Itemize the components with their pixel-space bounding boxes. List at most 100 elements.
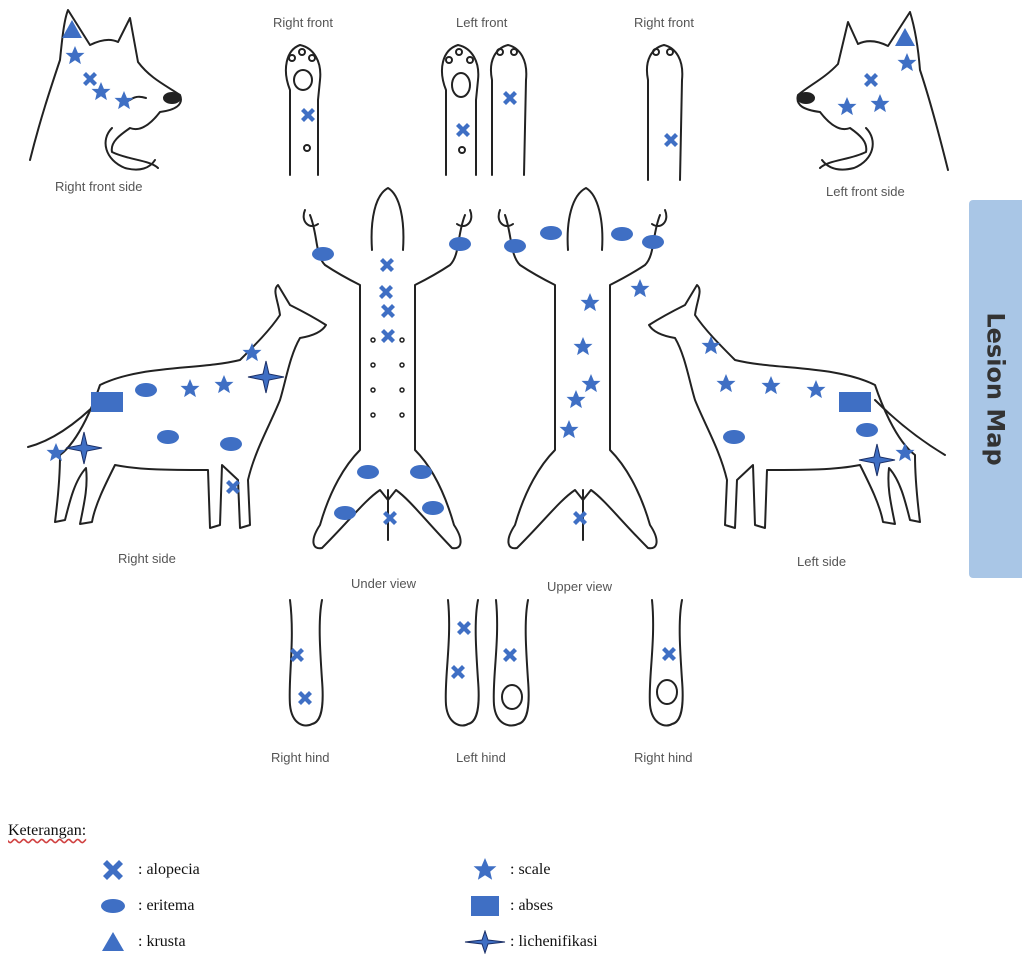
eritema-marker (220, 437, 242, 451)
eritema-marker (422, 501, 444, 515)
lesion-map-tab: Lesion Map (969, 200, 1022, 578)
scale-marker (896, 443, 915, 461)
legend-label: : krusta (138, 933, 186, 951)
eritema-marker (611, 227, 633, 241)
legend-item-alopecia: : alopecia (88, 858, 200, 882)
scale-marker (47, 443, 66, 461)
alopecia-marker (298, 691, 312, 705)
label-right-hind-1: Right hind (271, 750, 330, 765)
head-left-front-side (797, 12, 948, 170)
leg-right-hind-1 (290, 600, 323, 726)
alopecia-marker (83, 72, 97, 86)
eritema-marker (642, 235, 664, 249)
eritema-marker (449, 237, 471, 251)
view-labels: Right front side Right front Left front … (55, 15, 905, 765)
four-point-star-icon (460, 930, 510, 954)
alopecia-marker (662, 647, 676, 661)
lesion-markers (47, 20, 917, 705)
legend-item-scale: : scale (460, 858, 550, 882)
alopecia-marker (864, 73, 878, 87)
paw-right-front-2 (647, 45, 682, 180)
scale-marker (898, 53, 917, 71)
scale-marker (215, 375, 234, 393)
abses-marker (91, 392, 123, 412)
alopecia-marker (383, 511, 397, 525)
scale-marker (567, 390, 586, 408)
star-icon (460, 858, 510, 882)
legend-item-eritema: : eritema (88, 894, 194, 918)
scale-marker (838, 97, 857, 115)
eritema-marker (856, 423, 878, 437)
label-right-front-1: Right front (273, 15, 333, 30)
alopecia-marker (503, 648, 517, 662)
paw-left-front (442, 45, 526, 175)
legend-item-abses: : abses (460, 894, 553, 918)
alopecia-marker (456, 123, 470, 137)
alopecia-marker (451, 665, 465, 679)
body-under-view (304, 188, 472, 548)
x-mark-icon (88, 858, 138, 882)
legend-item-lichenifikasi: : lichenifikasi (460, 930, 598, 954)
leg-right-hind-2 (650, 600, 683, 726)
legend-label: : alopecia (138, 861, 200, 879)
label-upper-view: Upper view (547, 579, 613, 594)
leg-left-hind (446, 600, 529, 726)
eritema-marker (312, 247, 334, 261)
label-under-view: Under view (351, 576, 417, 591)
lichenifikasi-marker (248, 361, 284, 393)
dog-left-side (649, 285, 945, 528)
lesion-map-title: Lesion Map (982, 312, 1010, 465)
scale-marker (702, 336, 721, 354)
lichenifikasi-marker (66, 432, 102, 464)
scale-marker (762, 376, 781, 394)
scale-marker (582, 374, 601, 392)
alopecia-marker (573, 511, 587, 525)
scale-marker (581, 293, 600, 311)
label-left-hind: Left hind (456, 750, 506, 765)
legend-label: : scale (510, 861, 550, 879)
rectangle-icon (460, 894, 510, 918)
legend-label: : abses (510, 897, 553, 915)
dog-right-side (28, 285, 326, 528)
alopecia-marker (381, 304, 395, 318)
alopecia-marker (381, 329, 395, 343)
label-left-front: Left front (456, 15, 508, 30)
eritema-marker (157, 430, 179, 444)
eritema-marker (504, 239, 526, 253)
label-left-side: Left side (797, 554, 846, 569)
legend-label: : lichenifikasi (510, 933, 598, 951)
scale-marker (807, 380, 826, 398)
label-right-hind-2: Right hind (634, 750, 693, 765)
label-right-front-side: Right front side (55, 179, 142, 194)
legend-item-krusta: : krusta (88, 930, 186, 954)
alopecia-marker (379, 285, 393, 299)
scale-marker (181, 379, 200, 397)
scale-marker (717, 374, 736, 392)
eritema-marker (334, 506, 356, 520)
alopecia-marker (664, 133, 678, 147)
scale-marker (574, 337, 593, 355)
alopecia-marker (503, 91, 517, 105)
scale-marker (243, 343, 262, 361)
label-right-front-2: Right front (634, 15, 694, 30)
legend-title: Keterangan: (8, 822, 86, 840)
alopecia-marker (457, 621, 471, 635)
eritema-marker (357, 465, 379, 479)
scale-marker (560, 420, 579, 438)
alopecia-marker (380, 258, 394, 272)
label-right-side: Right side (118, 551, 176, 566)
scale-marker (631, 279, 650, 297)
abses-marker (839, 392, 871, 412)
eritema-marker (723, 430, 745, 444)
triangle-icon (88, 930, 138, 954)
eritema-marker (135, 383, 157, 397)
scale-marker (871, 94, 890, 112)
eritema-marker (540, 226, 562, 240)
ellipse-icon (88, 894, 138, 918)
label-left-front-side: Left front side (826, 184, 905, 199)
scale-marker (115, 91, 134, 109)
alopecia-marker (301, 108, 315, 122)
eritema-marker (410, 465, 432, 479)
legend-label: : eritema (138, 897, 194, 915)
